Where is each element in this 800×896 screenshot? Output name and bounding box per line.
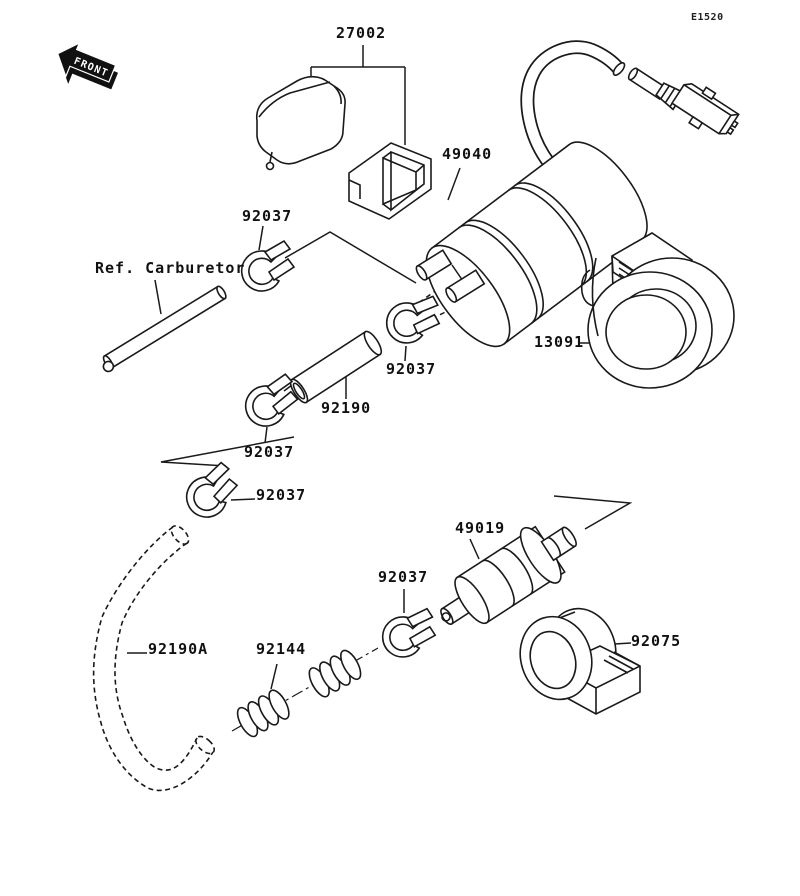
pump-damper-holder (582, 233, 734, 388)
connector-lead-wire (627, 67, 745, 145)
part-label-49019: 49019 (455, 519, 506, 537)
ref-carburetor-label: Ref. Carburetor (95, 259, 246, 277)
connector-plug (668, 76, 745, 145)
part-label-92037-d: 92037 (256, 486, 307, 504)
spring (234, 647, 365, 739)
part-label-92037-e: 92037 (378, 568, 429, 586)
hose-clamp-b (383, 289, 444, 349)
pump-outlet-pipes (414, 250, 484, 303)
part-label-92144: 92144 (256, 640, 307, 658)
part-label-92190: 92190 (321, 399, 372, 417)
fuel-hose (94, 523, 218, 791)
part-label-27002: 27002 (336, 24, 387, 42)
relay-bolt (267, 163, 274, 170)
relay-box (257, 77, 345, 170)
fuel-pump (411, 129, 662, 360)
part-label-13091: 13091 (534, 333, 585, 351)
fuel-tube (287, 329, 384, 405)
part-label-92075: 92075 (631, 632, 682, 650)
hose-clamp-a (240, 240, 295, 292)
fuel-filter (425, 508, 590, 646)
pump-outlet-hose (527, 47, 626, 163)
part-label-92190A: 92190A (148, 640, 209, 658)
part-label-49040: 49040 (442, 145, 493, 163)
front-arrow-badge: FRONT (49, 37, 119, 90)
part-label-92037-c: 92037 (244, 443, 295, 461)
part-label-92037-b: 92037 (386, 360, 437, 378)
hose-clamp-e (380, 604, 438, 660)
carburetor-tube (98, 285, 228, 373)
hose-clamp-d (179, 459, 244, 523)
connector-holder (349, 143, 431, 219)
diagram-code: E1520 (691, 12, 724, 23)
part-label-92037-a: 92037 (242, 207, 293, 225)
filter-damper (510, 600, 640, 714)
hose-clamp-c (242, 372, 301, 429)
